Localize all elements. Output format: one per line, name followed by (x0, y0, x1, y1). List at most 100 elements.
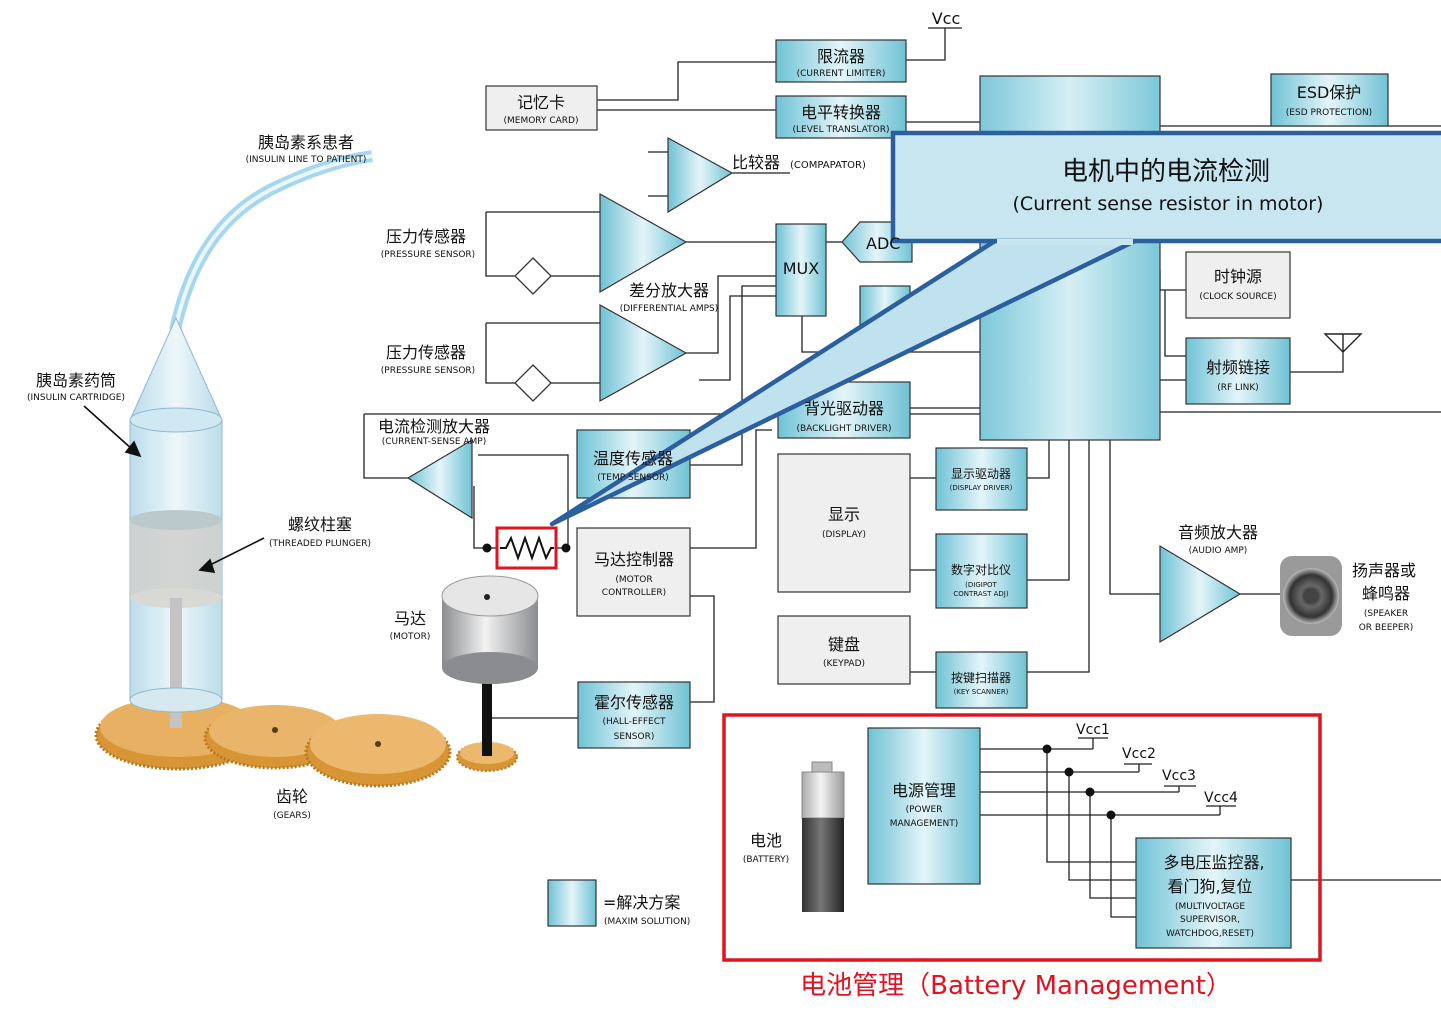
hall-sensor-en2: SENSOR) (614, 732, 655, 742)
pressure-sensor-2-cn: 压力传感器 (386, 343, 466, 362)
supervisor-cn1: 多电压监控器, (1163, 853, 1264, 872)
battery-management-label: 电池管理（Battery Management） (800, 971, 1232, 1001)
pressure-sensor-2-en: (PRESSURE SENSOR) (381, 366, 475, 376)
cartridge-en: (INSULIN CARTRIDGE) (27, 393, 125, 403)
amplifiers (406, 136, 1242, 644)
temp-sensor-en: (TEMP SENSOR) (597, 473, 668, 483)
rf-link-en: (RF LINK) (1217, 383, 1259, 393)
insulin-cartridge-icon (129, 316, 223, 728)
supervisor-box (1135, 837, 1292, 949)
digipot-cn: 数字对比仪 (951, 562, 1011, 577)
rf-link-cn: 射频链接 (1206, 358, 1270, 377)
plunger-en: (THREADED PLUNGER) (269, 539, 371, 549)
speaker-cn1: 扬声器或 (1352, 561, 1416, 580)
power-management-box (867, 727, 981, 885)
audio-amp-triangle (1159, 544, 1242, 644)
memory-card-en: (MEMORY CARD) (504, 116, 579, 126)
vcc1-label: Vcc1 (1076, 722, 1110, 738)
insulin-pump-illustration (94, 150, 539, 788)
audio-amp-en: (AUDIO AMP) (1189, 546, 1248, 556)
display-en: (DISPLAY) (822, 530, 866, 540)
comparator-cn: 比较器 (732, 153, 780, 172)
motor-icon (441, 575, 539, 756)
gears-icon (94, 697, 518, 788)
plunger-cn: 螺纹柱塞 (288, 515, 352, 534)
esd-cn: ESD保护 (1297, 83, 1362, 102)
battery-en: (BATTERY) (743, 855, 789, 865)
level-translator-box (775, 95, 907, 139)
callout-cn: 电机中的电流检测 (1062, 157, 1270, 187)
memory-card-box (485, 85, 598, 131)
supervisor-en3: WATCHDOG,RESET) (1166, 929, 1254, 939)
display-driver-box (935, 447, 1028, 511)
pressure-sensor-1-en: (PRESSURE SENSOR) (381, 250, 475, 260)
pointer-arrows (83, 405, 265, 573)
display-driver-en: (DISPLAY DRIVER) (950, 484, 1013, 492)
level-translator-cn: 电平转换器 (801, 103, 881, 122)
key-scanner-en: (KEY SCANNER) (954, 688, 1009, 696)
clock-source-cn: 时钟源 (1214, 267, 1262, 286)
backlight-en: (BACKLIGHT DRIVER) (796, 424, 891, 434)
motor-controller-box (576, 527, 691, 617)
supervisor-cn2: 看门狗,复位 (1167, 877, 1252, 896)
vcc3-label: Vcc3 (1162, 768, 1196, 784)
battery-icon (801, 761, 845, 912)
keypad-box (777, 615, 911, 685)
gears-en: (GEARS) (273, 811, 311, 821)
clock-source-en: (CLOCK SOURCE) (1199, 292, 1276, 302)
legend-en: (MAXIM SOLUTION) (604, 917, 690, 927)
battery-management-frame (722, 713, 1322, 962)
current-sense-resistor (495, 526, 558, 570)
temp-sensor-cn: 温度传感器 (593, 449, 673, 468)
boxes (485, 39, 1389, 949)
digipot-en2: CONTRAST ADJ) (953, 590, 1008, 598)
speaker-en1: (SPEAKER (1364, 609, 1408, 619)
vcc4-label: Vcc4 (1204, 790, 1238, 806)
text-labels: Vcc 限流器 (CURRENT LIMITER) 记忆卡 (MEMORY CA… (27, 9, 1416, 1001)
threaded-plunger-icon (130, 520, 222, 598)
power-management-en1: (POWER (906, 805, 943, 815)
insulin-tube (169, 150, 373, 332)
audio-amp-cn: 音频放大器 (1178, 523, 1258, 542)
hall-sensor-en1: (HALL-EFFECT (602, 717, 666, 727)
backlight-cn: 背光驱动器 (804, 399, 884, 418)
supervisor-en1: (MULTIVOLTAGE (1175, 902, 1245, 912)
supervisor-en2: SUPERVISOR, (1180, 915, 1240, 925)
digipot-en1: (DIGIPOT (965, 581, 997, 589)
key-scanner-cn: 按键扫描器 (951, 671, 1011, 685)
speaker-cn2: 蜂鸣器 (1362, 584, 1410, 603)
cs-amp-triangle (406, 438, 473, 520)
pressure-sensors (514, 257, 552, 402)
power-management-en2: MANAGEMENT) (890, 819, 959, 829)
pressure-sensor-1-cn: 压力传感器 (386, 227, 466, 246)
vcc-label: Vcc (932, 9, 961, 28)
motor-controller-cn: 马达控制器 (594, 550, 674, 569)
adc-label: ADC (866, 234, 900, 253)
power-management-cn: 电源管理 (892, 781, 956, 800)
esd-en: (ESD PROTECTION) (1286, 108, 1372, 118)
motor-en: (MOTOR) (390, 632, 431, 642)
diff-amp-1-triangle (599, 192, 688, 294)
comparator-triangle (667, 136, 734, 214)
cs-amp-en: (CURRENT-SENSE AMP) (382, 437, 486, 447)
speaker-en2: OR BEEPER) (1359, 623, 1414, 633)
pressure-sensor-1-icon (514, 257, 552, 295)
mux-box (775, 223, 827, 317)
cs-amp-cn: 电流检测放大器 (378, 417, 490, 436)
gears-cn: 齿轮 (276, 787, 308, 806)
callout-en: (Current sense resistor in motor) (1013, 193, 1324, 215)
clock-source-box (1185, 251, 1291, 319)
motor-controller-en1: (MOTOR (615, 575, 652, 585)
motor-controller-en2: CONTROLLER) (602, 588, 666, 598)
esd-protection-box (1270, 73, 1389, 127)
cartridge-cn: 胰岛素药筒 (36, 371, 116, 390)
display-box (777, 453, 911, 593)
pressure-sensor-2-icon (514, 364, 552, 402)
current-limiter-en: (CURRENT LIMITER) (797, 69, 886, 79)
junction-dots (482, 543, 1116, 820)
hall-sensor-box (577, 681, 691, 749)
diff-amp-en: (DIFFERENTIAL AMPS) (620, 304, 719, 314)
display-cn: 显示 (828, 505, 860, 524)
